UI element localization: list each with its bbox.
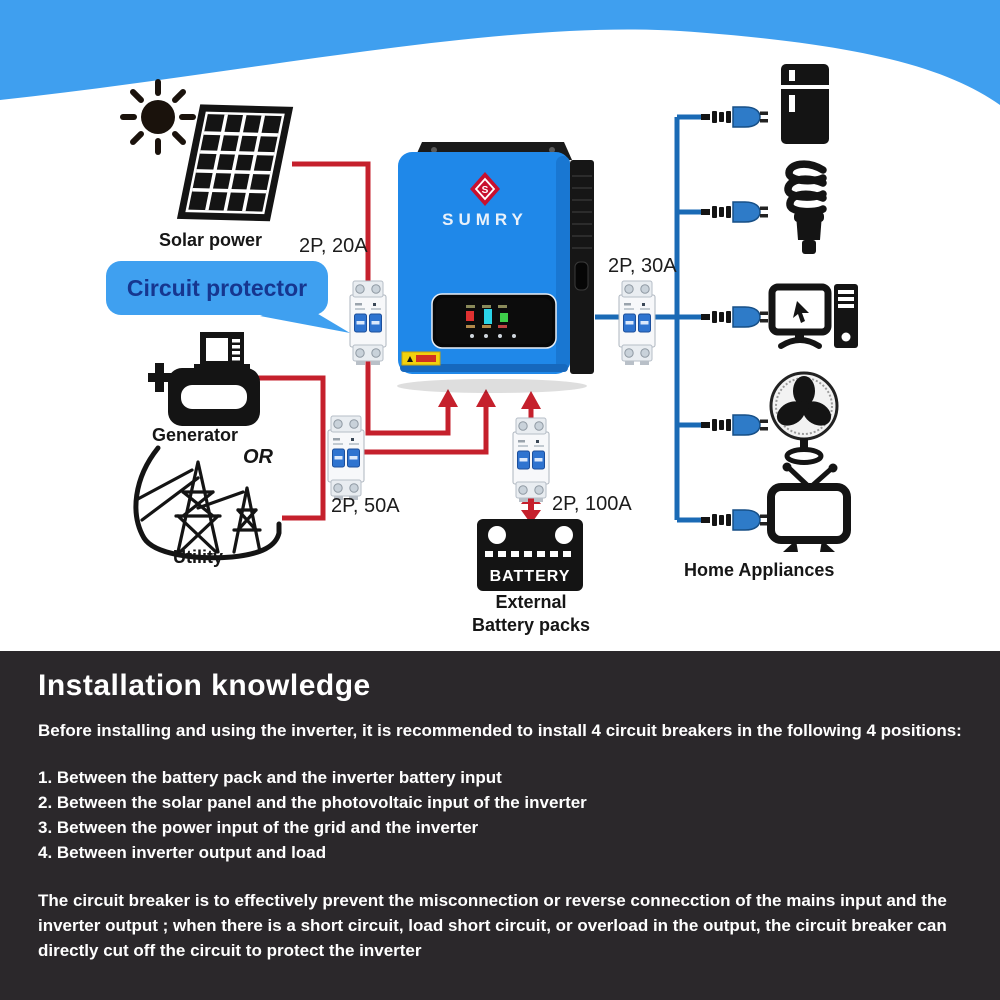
cfl-bulb-icon bbox=[784, 160, 827, 254]
pv-wire-in bbox=[292, 161, 371, 283]
arrow-battery-up bbox=[521, 391, 541, 409]
circuit-protector-label: Circuit protector bbox=[126, 274, 308, 301]
installation-knowledge-panel: Installation knowledge Before installing… bbox=[0, 651, 1000, 1000]
plug-icon bbox=[700, 201, 769, 223]
plug-icon bbox=[700, 106, 769, 128]
touch-buttons bbox=[470, 334, 516, 338]
generator-label: Generator bbox=[152, 425, 239, 445]
plug-icon bbox=[700, 306, 769, 328]
solar-power-label: Solar power bbox=[159, 230, 263, 250]
inverter-shadow bbox=[397, 379, 587, 393]
utility-label: Utility bbox=[173, 547, 224, 567]
arrow-into-battery bbox=[521, 510, 541, 524]
circuit-protector-callout: Circuit protector bbox=[106, 261, 328, 315]
battery-icon: BATTERY bbox=[477, 519, 583, 591]
computer-icon bbox=[768, 283, 858, 349]
fridge-icon bbox=[781, 64, 829, 144]
sun-icon bbox=[120, 79, 196, 155]
info-title: Installation knowledge bbox=[38, 669, 371, 702]
grid-wire-out bbox=[364, 404, 489, 455]
breaker-battery bbox=[512, 417, 550, 503]
generator-icon bbox=[148, 332, 260, 426]
inverter: S SUMRY bbox=[398, 142, 594, 374]
info-note: The circuit breaker is to effectively pr… bbox=[38, 891, 947, 960]
brand-name: SUMRY bbox=[442, 210, 528, 229]
pv-breaker-rating: 2P, 20A bbox=[299, 235, 368, 257]
warning-label bbox=[401, 351, 441, 366]
pv-wire-out bbox=[365, 361, 451, 436]
wiring-diagram: S SUMRY bbox=[0, 0, 1000, 591]
breaker-pv bbox=[349, 280, 387, 366]
info-item-2: 2. Between the solar panel and the photo… bbox=[38, 793, 587, 812]
utility-towers-icon bbox=[133, 445, 282, 561]
breaker-grid bbox=[327, 415, 365, 501]
fan-icon bbox=[769, 371, 839, 465]
brand-logo-icon: S bbox=[470, 172, 500, 206]
plug-icon bbox=[700, 414, 769, 436]
inverter-display bbox=[431, 293, 557, 349]
plug-icons bbox=[700, 106, 769, 531]
info-item-4: 4. Between inverter output and load bbox=[38, 843, 327, 862]
external-battery-line1: External bbox=[495, 592, 567, 612]
info-items: 1. Between the battery pack and the inve… bbox=[38, 765, 972, 865]
info-intro: Before installing and using the inverter… bbox=[38, 721, 962, 740]
plug-icon bbox=[700, 509, 769, 531]
battery-breaker-rating: 2P, 100A bbox=[552, 493, 632, 515]
logo-letter: S bbox=[482, 185, 489, 196]
home-appliances-label: Home Appliances bbox=[684, 560, 835, 580]
external-battery-label: External Battery packs bbox=[440, 591, 622, 637]
breaker-output bbox=[618, 280, 656, 366]
arrow-pv bbox=[438, 389, 458, 407]
grid-breaker-rating: 2P, 50A bbox=[331, 495, 400, 517]
grid-wire-in bbox=[258, 375, 326, 521]
or-label: OR bbox=[243, 446, 273, 468]
tv-icon bbox=[767, 462, 851, 552]
heatsink-fins bbox=[572, 175, 592, 249]
banner-curve bbox=[0, 0, 1000, 105]
battery-label: BATTERY bbox=[490, 568, 571, 585]
info-item-1: 1. Between the battery pack and the inve… bbox=[38, 768, 502, 787]
external-battery-line2: Battery packs bbox=[471, 615, 591, 635]
solar-panel-icon bbox=[176, 104, 294, 222]
lcd-screen bbox=[466, 305, 508, 328]
info-item-3: 3. Between the power input of the grid a… bbox=[38, 818, 479, 837]
output-breaker-rating: 2P, 30A bbox=[608, 255, 677, 277]
arrow-grid bbox=[476, 389, 496, 407]
